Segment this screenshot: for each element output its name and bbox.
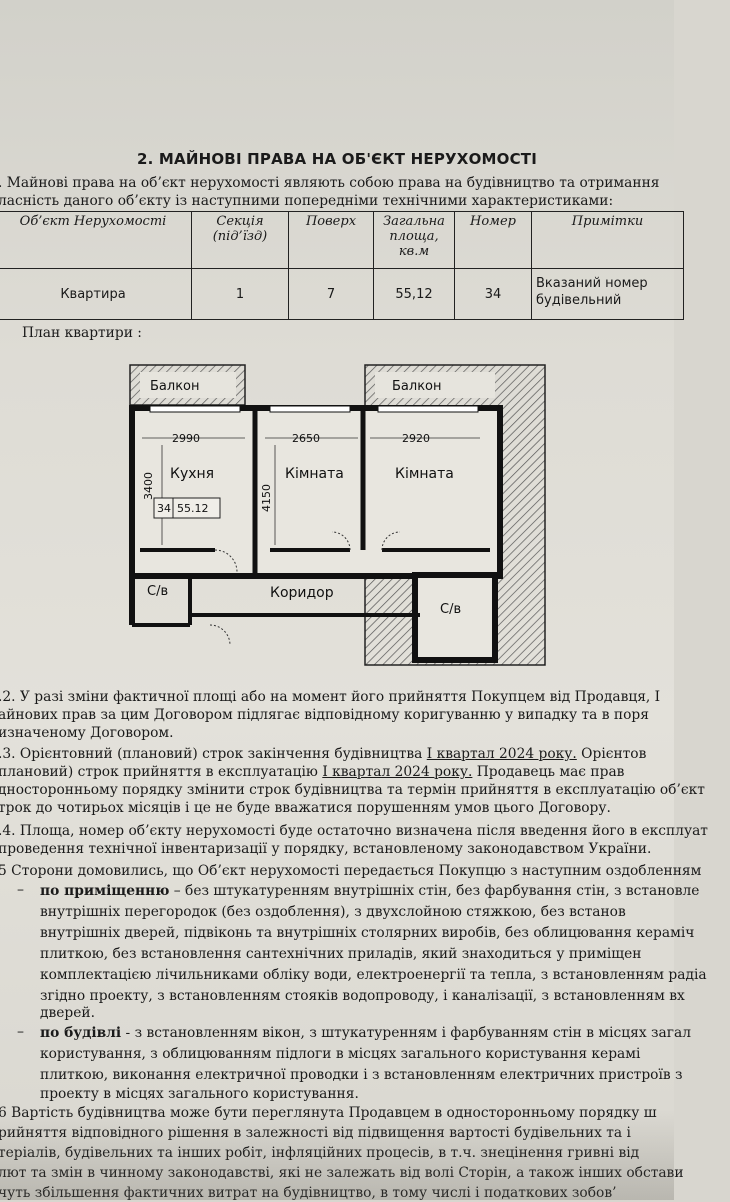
p25-building-line-1: по будівлі - з встановленням вікон, з шт… (40, 1025, 691, 1041)
p24-line-1: .4. Площа, номер об’єкту нерухомості буд… (0, 823, 708, 839)
window-room1 (269, 405, 351, 413)
cell-floor: 7 (288, 268, 374, 320)
bathroom-right-outline (412, 572, 498, 663)
p22-line-2: айнових прав за цим Договором підлягає в… (0, 707, 649, 723)
window-room2 (377, 405, 479, 413)
dim-kitchen-width: 2990 (172, 432, 200, 445)
p23-line-4: трок до чотирьох місяців і це не буде вв… (0, 800, 611, 816)
balcony-right-label-bg (375, 372, 495, 398)
intro-line-2: ласність даного об’єкту із наступними по… (0, 193, 614, 209)
property-spec-table: Об’єкт Нерухомості Секція (під’їзд) Пове… (0, 211, 684, 320)
balcony-left-label: Балкон (150, 379, 200, 394)
bullet-dash-premises: – (17, 882, 24, 898)
dim-room1-width: 2650 (292, 432, 320, 445)
dim-kitchen-height: 3400 (142, 472, 155, 500)
p25-building-line-3: плиткою, виконання електричної проводки … (40, 1067, 683, 1083)
cell-area: 55,12 (373, 268, 455, 320)
balcony-left-label-bg (140, 372, 236, 398)
p25-building-line-4: проекту в місцях загального користування… (40, 1086, 359, 1102)
floor-plan: Балкон Балкон 2990 2650 2920 3400 4150 К… (120, 350, 560, 680)
bath-left-label: С/в (147, 584, 168, 599)
table-header-row: Об’єкт Нерухомості Секція (під’їзд) Пове… (0, 211, 684, 269)
p25-premises-line-7: дверей. (40, 1005, 96, 1021)
p26-line-4: лют та змін в чинному законодавстві, які… (0, 1165, 684, 1181)
room2-label: Кімната (395, 466, 454, 482)
plan-label: План квартири : (22, 325, 142, 341)
header-object: Об’єкт Нерухомості (0, 211, 192, 269)
p22-line-1: .2. У разі зміни фактичної площі або на … (0, 689, 661, 705)
p26-line-1: 6 Вартість будівництва може бути перегля… (0, 1105, 657, 1121)
bullet-dash-building: – (17, 1024, 24, 1040)
p25-premises-line-1: по приміщенню – без штукатуренням внутрі… (40, 883, 700, 899)
p25-premises-line-5: комплектацією лічильниками обліку води, … (40, 967, 707, 983)
window-kitchen (149, 405, 241, 413)
p26-line-2: рийняття відповідного рішення в залежнос… (0, 1125, 631, 1141)
p26-line-3: теріалів, будівельних та інших робіт, ін… (0, 1145, 640, 1161)
cell-number: 34 (454, 268, 532, 320)
p25-premises-line-2: внутрішніх перегородок (без оздоблення),… (40, 904, 626, 920)
dim-room2-width: 2920 (402, 432, 430, 445)
p24-line-2: проведення технічної інвентаризації у по… (0, 841, 652, 857)
section-title: 2. МАЙНОВІ ПРАВА НА ОБ'ЄКТ НЕРУХОМОСТІ (136, 150, 538, 168)
document-page: 2. МАЙНОВІ ПРАВА НА ОБ'ЄКТ НЕРУХОМОСТІ .… (0, 0, 708, 1201)
room-kitchen-label: Кухня (170, 466, 214, 482)
p25-premises-line-4: плиткою, без встановлення сантехнічних п… (40, 946, 642, 962)
door-room2-arc (381, 531, 401, 551)
room1-label: Кімната (285, 466, 344, 482)
p22-line-3: изначеному Договором. (0, 725, 174, 741)
cell-object: Квартира (0, 268, 192, 320)
p25-premises-line-6: згідно проекту, з встановленням стояків … (40, 988, 685, 1004)
table-row: Квартира 1 7 55,12 34 Вказаний номер буд… (0, 268, 684, 320)
header-area: Загальна площа, кв.м (373, 211, 455, 269)
intro-line-1: . Майнові права на об’єкт нерухомості яв… (0, 175, 660, 191)
floor-plan-drawing: Балкон Балкон 2990 2650 2920 3400 4150 К… (129, 364, 546, 666)
p23-line-2: плановий) строк прийняття в експлуатацію… (0, 764, 625, 780)
badge-area: 55.12 (177, 502, 209, 515)
door-room1-arc (331, 531, 351, 551)
cell-section: 1 (191, 268, 289, 320)
cell-notes: Вказаний номер будівельний (531, 268, 684, 320)
p25-premises-line-3: внутрішніх дверей, підвіконь та внутрішн… (40, 925, 695, 941)
header-notes: Примітки (531, 211, 684, 269)
door-entry-arc (209, 624, 231, 646)
p25-line-1: 5 Сторони домовились, що Об’єкт нерухомо… (0, 863, 702, 879)
dim-room1-height: 4150 (260, 484, 273, 512)
p25-building-line-2: користування, з облицюванням підлоги в м… (40, 1046, 641, 1062)
door-kitchen-arc (214, 549, 238, 573)
header-number: Номер (454, 211, 532, 269)
p26-line-5: чуть збільшення фактичних витрат на буді… (0, 1185, 617, 1201)
bath-right-label: С/в (440, 602, 461, 617)
header-section: Секція (під’їзд) (191, 211, 289, 269)
p23-line-1: .3. Орієнтовний (плановий) строк закінче… (0, 746, 647, 762)
corridor-label: Коридор (270, 585, 334, 601)
badge-number: 34 (157, 502, 171, 515)
balcony-right-label: Балкон (392, 379, 442, 394)
p23-line-3: дносторонньому порядку змінити строк буд… (0, 782, 705, 798)
header-floor: Поверх (288, 211, 374, 269)
apartment-badge (153, 497, 221, 519)
